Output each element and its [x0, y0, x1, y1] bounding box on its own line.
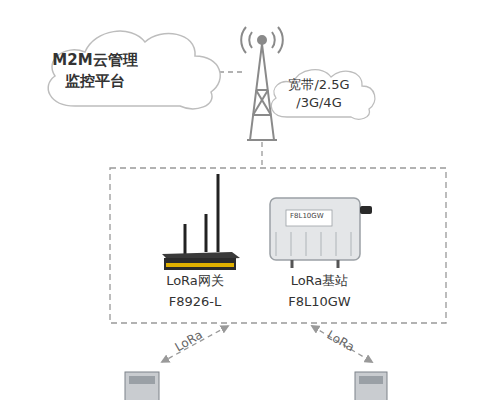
dashed-enclosure [110, 168, 446, 323]
device-model-print: F8L10GW [290, 212, 324, 220]
lora-gateway: LoRa网关 F8926-L [140, 172, 250, 317]
node-model: F8926-L [140, 293, 250, 311]
base-station-illustration [270, 198, 372, 268]
lora-arrow [162, 326, 228, 362]
node-title: LoRa网关 [140, 272, 250, 290]
lora-arrow [312, 326, 372, 362]
dashed-link [261, 142, 262, 168]
node-title: LoRa基站 [262, 272, 377, 290]
cloud-outline [271, 70, 375, 120]
router-illustration [162, 174, 240, 270]
field-device [355, 372, 387, 400]
link-label: LoRa [324, 328, 356, 355]
link-label: LoRa [172, 328, 204, 355]
network-cloud: 宽带/2.5G /3G/4G [265, 62, 377, 122]
node-model: F8L10GW [262, 293, 377, 311]
node-title: M2M云管理 监控平台 [45, 50, 145, 92]
tower-icon [241, 27, 283, 140]
lora-base-station: LoRa基站 F8L10GW [262, 172, 377, 317]
node-title: 宽带/2.5G /3G/4G [281, 76, 357, 112]
cloud-outline [48, 31, 220, 109]
cloud-platform: M2M云管理 监控平台 [35, 20, 230, 115]
field-device [125, 372, 159, 400]
